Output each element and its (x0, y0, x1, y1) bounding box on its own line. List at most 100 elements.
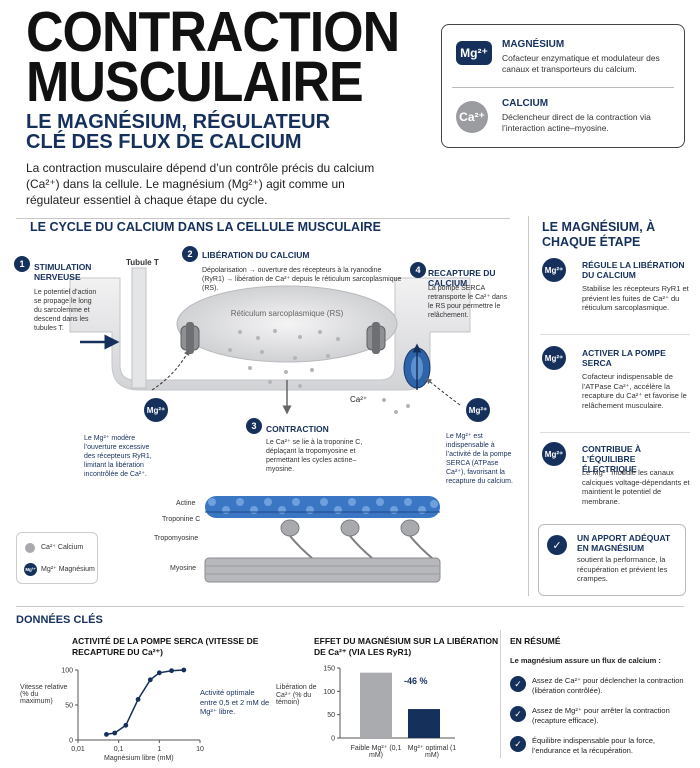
section-rule-top (16, 218, 510, 219)
chart1-y-tick-label: 50 (65, 703, 73, 710)
mg-chip: Mg²⁺ (456, 41, 492, 65)
sidebar-rule-1 (540, 334, 690, 335)
ca-arrow-label: Ca²⁺ (350, 395, 367, 404)
legend-box: Mg²⁺ MAGNÉSIUM Cofacteur enzymatique et … (441, 24, 685, 148)
resume-item-2: Assez de Mg²⁺ pour arrêter la contractio… (532, 706, 670, 725)
apport-box: ✓ UN APPORT ADÉQUAT EN MAGNÉSIUM soutien… (538, 524, 686, 596)
myosin-label: Myosine (170, 565, 197, 572)
step-2-title: LIBÉRATION DU CALCIUM (202, 250, 310, 260)
serca-activity-chart: 0 50 100 0,01 0,1 1 10 (61, 667, 204, 754)
chart1-annotation: Activité optimale entre 0,5 et 2 mM de M… (200, 688, 270, 716)
chart1-y-tick-label: 0 (69, 738, 73, 745)
check-circle-icon: ✓ (547, 535, 567, 555)
sidebar-item-2-text: Cofacteur indispensable de l’ATPase Ca²⁺… (582, 372, 687, 410)
chart1-series-line (106, 669, 184, 736)
chart1-data-point (169, 668, 174, 674)
chart1-x-tick-label: 0,1 (114, 746, 124, 753)
resume-item-3: Équilibre indispensable pour la force, l… (532, 736, 655, 755)
key-magnesium: Mg²⁺ Magnésium (41, 566, 95, 573)
title-line-2: MUSCULAIRE (26, 51, 364, 114)
cycle-heading: LE CYCLE DU CALCIUM DANS LA CELLULE MUSC… (30, 220, 381, 234)
chart1-xlabel: Magnésium libre (mM) (104, 755, 174, 762)
myosin-filament (204, 557, 441, 583)
chart2-y-tick-label: 100 (323, 689, 335, 696)
sidebar-mg-badge-1: Mg²⁺ (542, 258, 566, 282)
sidebar-mg-badge-2: Mg²⁺ (542, 346, 566, 370)
sidebar-item-1-text: Stabilise les récepteurs RyR1 et prévien… (582, 284, 689, 312)
sidebar-item-1-title: RÉGULE LA LIBÉRATION DU CALCIUM (582, 260, 685, 280)
apport-text: soutient la performance, la récupération… (577, 555, 668, 583)
legend-ca-desc: Déclencheur direct de la contraction via… (502, 112, 651, 133)
step-4-number: 4 (410, 262, 426, 278)
myosin-heads (280, 519, 433, 559)
actin-filament (205, 496, 440, 518)
chart1-title: ACTIVITÉ DE LA POMPE SERCA (VITESSE DE R… (72, 636, 259, 657)
sidebar-divider (528, 216, 529, 596)
step-3-title: CONTRACTION (266, 424, 329, 434)
legend-mg-title: MAGNÉSIUM (502, 39, 565, 50)
resume-check-2-icon: ✓ (510, 706, 526, 722)
sidebar-heading: LE MAGNÉSIUM, À CHAQUE ÉTAPE (542, 220, 656, 249)
chart1-data-point (123, 722, 129, 728)
sidebar-mg-badge-3: Mg²⁺ (542, 442, 566, 466)
chart2-bar (360, 672, 392, 738)
sidebar-item-3-title: CONTRIBUE À L’ÉQUILIBRE ÉLECTRIQUE (582, 444, 642, 474)
chart1-x-tick-label: 10 (196, 746, 204, 753)
chart1-y-tick-label: 100 (61, 668, 73, 675)
chart2-delta: -46 % (404, 676, 428, 686)
troponin-label: Troponine C (162, 516, 201, 523)
chart2-cat-2: Mg²⁺ optimal (1 mM) (407, 745, 457, 759)
chart1-data-point (181, 667, 187, 673)
t-tubule (131, 267, 147, 389)
reticulum-label: Réticulum sarcoplasmique (RS) (231, 309, 344, 318)
chart1-x-tick-label: 1 (157, 746, 161, 753)
key-calcium: Ca²⁺ Calcium (41, 544, 84, 551)
sidebar-item-3-text: Le Mg²⁺ module les canaux calciques volt… (582, 468, 690, 506)
mg-dashed-arrow-right (425, 378, 461, 406)
step-3-number: 3 (246, 418, 262, 434)
resume-check-3-icon: ✓ (510, 736, 526, 752)
step-3-text: Le Ca²⁺ se lie à la troponine C, déplaça… (266, 439, 363, 473)
resume-item-1: Assez de Ca²⁺ pour déclencher la contrac… (532, 676, 684, 695)
chart1-ylabel: Vitesse relative (% du maximum) (20, 684, 68, 705)
chart2-bar (408, 709, 440, 738)
page-title: CONTRACTION MUSCULAIRE (26, 1, 436, 114)
legend-mg-desc: Cofacteur enzymatique et modulateur des … (502, 53, 660, 74)
calcium-dot-icon (25, 543, 35, 553)
legend-divider (452, 87, 674, 88)
chart1-x-tick-label: 0,01 (71, 746, 85, 753)
chart1-data-point (135, 697, 141, 702)
chart1-data-point (112, 730, 118, 736)
ryr1-receptor-left (180, 322, 200, 354)
chart2-title: EFFET DU MAGNÉSIUM SUR LA LIBÉRATION DE … (314, 636, 499, 657)
mg-dashed-arrow-left (151, 349, 190, 391)
intro-text: La contraction musculaire dépend d’un co… (26, 161, 375, 207)
sidebar-item-2-title: ACTIVER LA POMPE SERCA (582, 348, 666, 368)
chart2-y-tick-label: 150 (323, 666, 335, 673)
legend-ca-title: CALCIUM (502, 98, 549, 109)
step-4-text: La pompe SERCA retransporte le Ca²⁺ dans… (428, 285, 508, 319)
resume-divider (500, 630, 501, 758)
chart2-y-tick-label: 0 (331, 736, 335, 743)
sidebar-rule-2 (540, 432, 690, 433)
mg-badge-right: Mg²⁺ (466, 398, 490, 422)
title-line-1: CONTRACTION (26, 1, 400, 65)
chart2-cat-1: Faible Mg²⁺ (0,1 mM) (350, 745, 402, 759)
page-subtitle: LE MAGNÉSIUM, RÉGULATEUR CLÉ DES FLUX DE… (26, 111, 331, 153)
step-1-text: Le potentiel d’action se propage le long… (34, 289, 97, 332)
step-4-mg-note: Le Mg²⁺ est indispensable à l’activité d… (446, 433, 513, 485)
step-1-mg-note: Le Mg²⁺ modère l’ouverture excessive des… (84, 435, 152, 478)
step-1-number: 1 (14, 256, 30, 272)
step-4-title: RECAPTURE DU CALCIUM (428, 268, 496, 288)
chart1-data-point (147, 677, 153, 683)
resume-heading: EN RÉSUMÉ (510, 636, 561, 646)
step-2-text: Dépolarisation → ouverture des récepteur… (202, 267, 402, 292)
magnesium-dot-icon: Mg²⁺ (24, 563, 37, 576)
actin-label: Actine (176, 500, 196, 507)
sarcolemma-membrane (69, 277, 471, 391)
section-rule-bottom (16, 606, 684, 607)
tropomyosin-label: Tropomyosine (154, 535, 199, 542)
ryr1-receptor-right (366, 322, 386, 354)
ca-chip: Ca²⁺ (456, 101, 488, 133)
